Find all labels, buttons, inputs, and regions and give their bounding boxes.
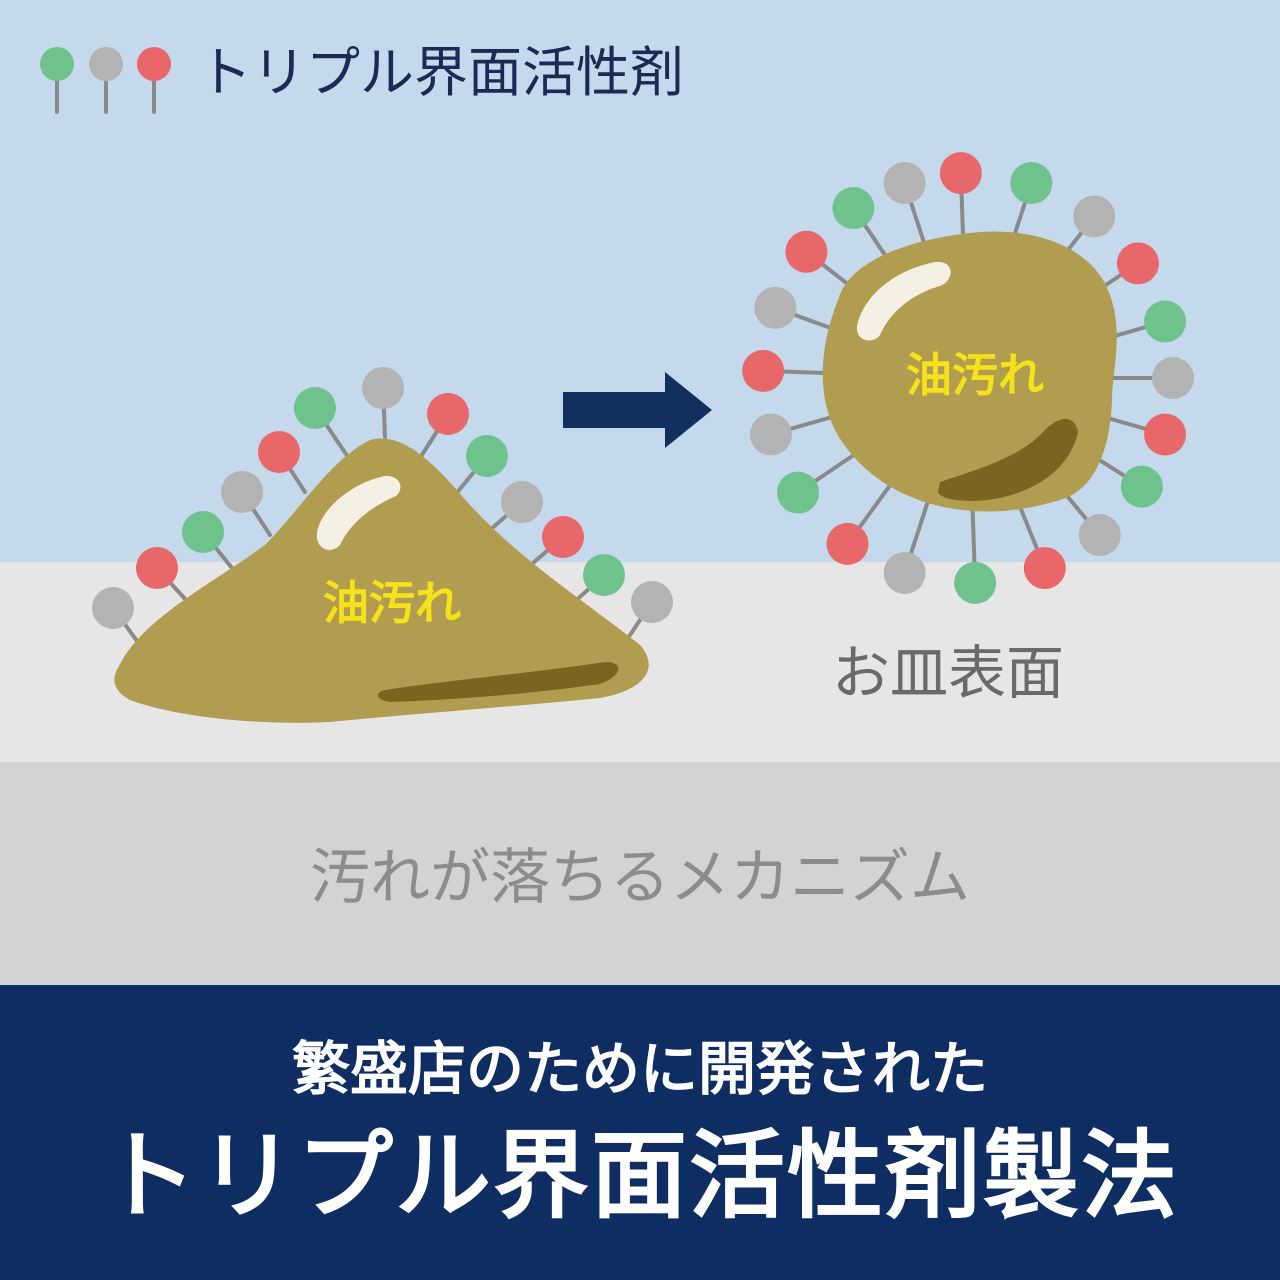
oil-shadow-left <box>378 662 619 702</box>
surfactant-head-icon <box>1144 413 1187 456</box>
surfactant-head-icon <box>1078 514 1121 557</box>
mechanism-caption: 汚れが落ちるメカニズム <box>310 843 970 913</box>
surfactant-head-icon <box>542 516 584 558</box>
oil-shadow-right <box>938 418 1078 501</box>
surfactant-head-icon <box>742 349 785 392</box>
surfactant-head-icon <box>785 230 828 273</box>
oil-highlight-left <box>316 475 401 550</box>
surfactant-head-icon <box>89 47 123 81</box>
dish-surface-label: お皿表面 <box>832 639 1065 707</box>
oil-highlight-right <box>856 261 951 341</box>
surfactant-head-icon <box>832 187 875 230</box>
surfactant-head-icon <box>883 551 926 594</box>
surfactant-head-icon <box>258 431 300 473</box>
surfactant-head-icon <box>362 367 404 409</box>
surfactant-head-icon <box>137 47 171 81</box>
banner-subtitle: 繁盛店のために開発された <box>291 1035 988 1103</box>
surfactant-head-icon <box>777 471 820 514</box>
surfactant-head-icon <box>1144 300 1187 343</box>
surfactant-head-icon <box>1152 357 1194 399</box>
surfactant-head-icon <box>583 554 625 596</box>
surfactant-head-icon <box>826 522 869 565</box>
surfactant-legend-icons <box>40 47 171 114</box>
surfactant-head-icon <box>1023 547 1066 590</box>
arrow-right-icon <box>563 372 712 448</box>
surfactant-head-icon <box>754 286 797 329</box>
surfactant-head-icon <box>501 481 543 523</box>
surfactant-head-icon <box>749 413 792 456</box>
oil-stain-on-dish <box>114 438 649 723</box>
surfactant-head-icon <box>1120 465 1163 508</box>
surfactant-head-icon <box>939 152 982 195</box>
surfactant-head-icon <box>883 162 926 205</box>
surfactant-head-icon <box>466 435 508 477</box>
surfactant-head-icon <box>1116 242 1159 285</box>
surfactant-head-icon <box>40 47 74 81</box>
oil-stain-label-left: 油汚れ <box>323 576 461 630</box>
left-surfactant-sticks <box>92 367 673 654</box>
surfactant-head-icon <box>136 547 178 589</box>
caption-band <box>0 762 1280 985</box>
surfactant-head-icon <box>221 471 263 513</box>
surfactant-head-icon <box>954 561 997 604</box>
surfactant-head-icon <box>631 581 673 623</box>
surfactant-head-icon <box>92 587 134 629</box>
bottom-banner <box>0 985 1280 1280</box>
banner-title: トリプル界面活性剤製法 <box>101 1120 1179 1232</box>
mechanism-illustration <box>0 0 1280 985</box>
surfactant-head-icon <box>182 511 224 553</box>
surfactant-head-icon <box>1010 162 1053 205</box>
legend-label: トリプル界面活性剤 <box>198 41 684 104</box>
surfactant-head-icon <box>427 393 469 435</box>
surfactant-head-icon <box>294 387 336 429</box>
oil-stain-label-right: 油汚れ <box>906 348 1044 402</box>
surfactant-head-icon <box>1073 195 1116 238</box>
